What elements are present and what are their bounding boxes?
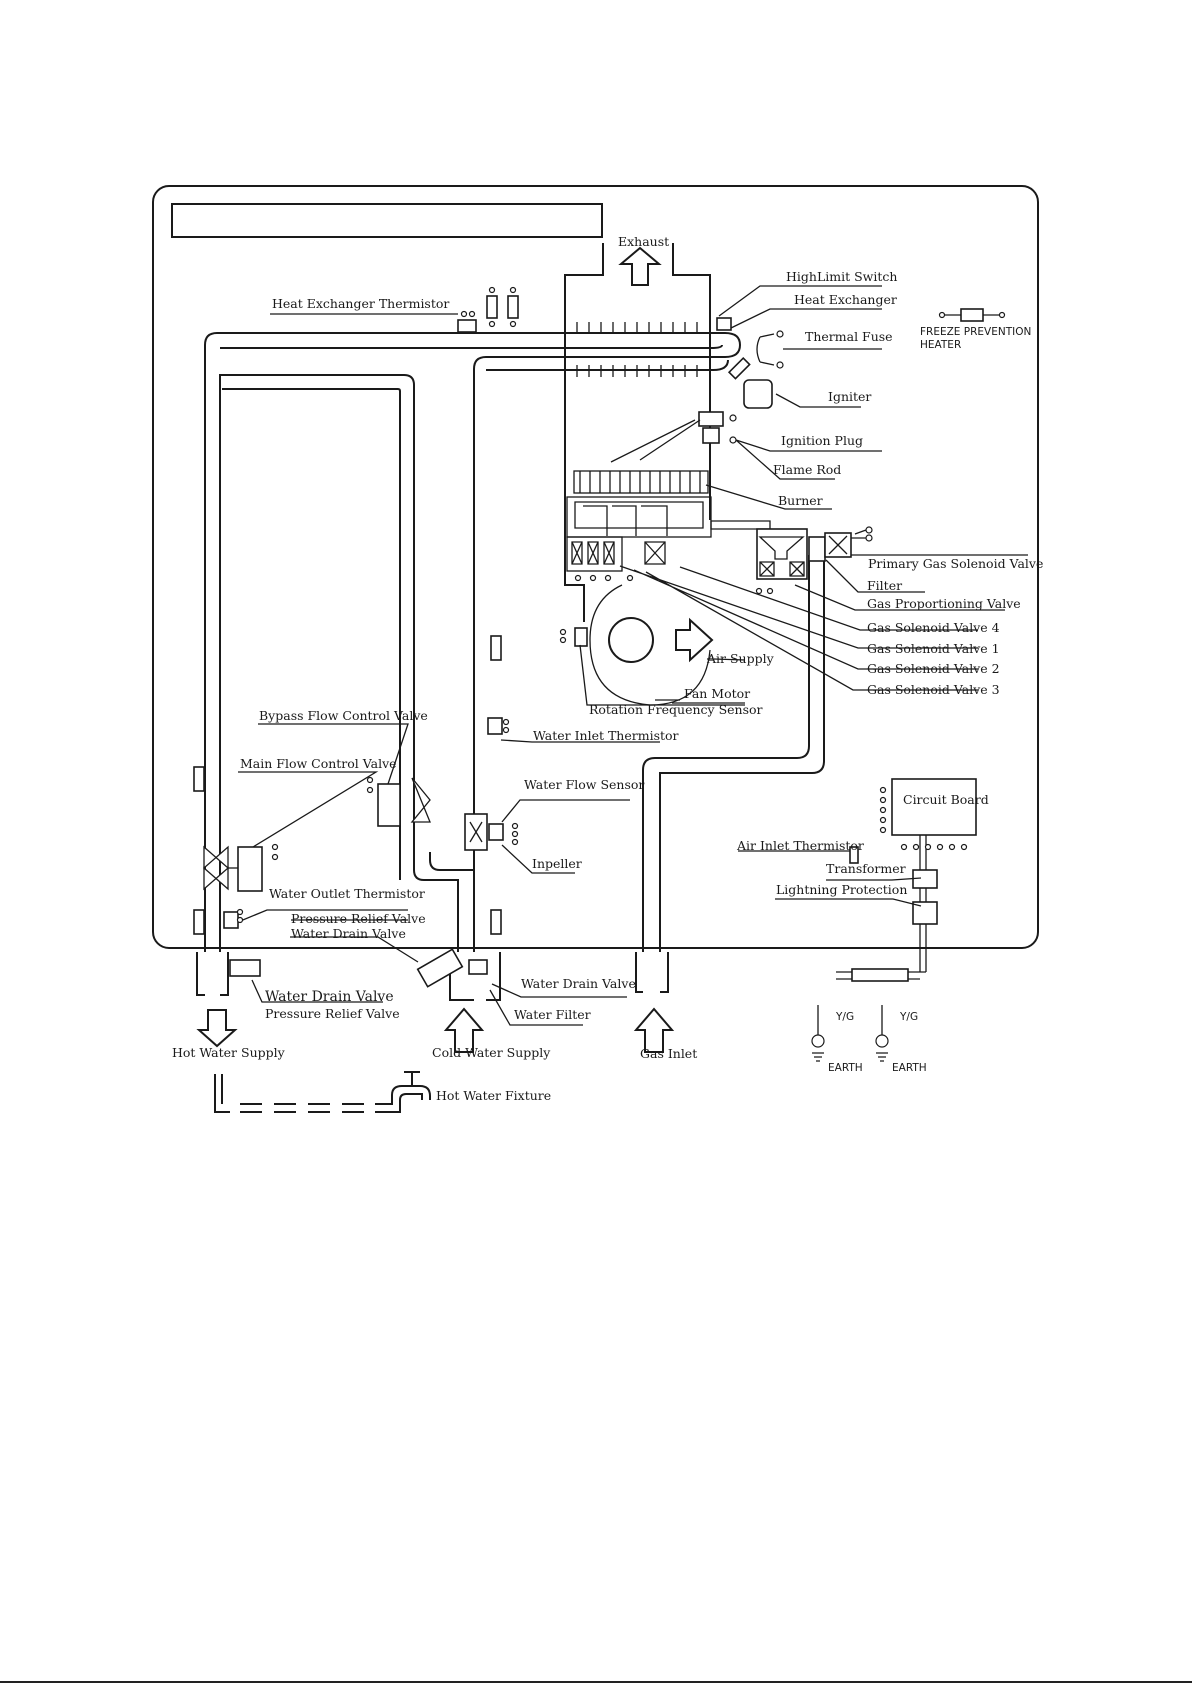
label-heat-exchanger: Heat Exchanger	[794, 292, 897, 307]
label-rotation-frequency-sensor: Rotation Frequency Sensor	[589, 702, 763, 717]
label-water-filter: Water Filter	[514, 1007, 591, 1022]
labels: Exhaust HighLimit Switch Heat Exchanger …	[172, 234, 1043, 1103]
label-flame-rod: Flame Rod	[773, 462, 841, 477]
label-freeze-prevention-heater-line1: FREEZE PREVENTION	[920, 326, 1031, 338]
air-supply-arrow	[675, 617, 714, 663]
label-air-supply: Air Supply	[706, 651, 775, 666]
burner-assembly	[566, 470, 873, 580]
heat-exchanger-thermistor	[457, 286, 519, 333]
igniter-box	[743, 379, 773, 409]
label-inpeller: Inpeller	[532, 856, 582, 871]
label-fan-motor: Fan Motor	[684, 686, 750, 701]
label-igniter: Igniter	[828, 389, 871, 404]
label-yg-left: Y/G	[835, 1011, 854, 1023]
ignition-plug	[698, 411, 737, 444]
label-lightning-protection: Lightning Protection	[776, 882, 907, 897]
label-exhaust: Exhaust	[618, 234, 669, 249]
label-burner: Burner	[778, 493, 823, 508]
label-circuit-board: Circuit Board	[903, 792, 989, 807]
unit-enclosure	[152, 185, 1039, 949]
water-pipes	[196, 332, 825, 1001]
label-primary-gas-solenoid-valve: Primary Gas Solenoid Valve	[868, 556, 1043, 571]
label-water-outlet-thermistor: Water Outlet Thermistor	[269, 886, 425, 901]
label-water-inlet-thermistor: Water Inlet Thermistor	[533, 728, 679, 743]
label-water-drain-valve-left: Water Drain Valve	[265, 989, 394, 1005]
label-highlimit-switch: HighLimit Switch	[786, 269, 897, 284]
label-gas-proportioning-valve: Gas Proportioning Valve	[867, 596, 1021, 611]
label-transformer: Transformer	[826, 861, 906, 876]
label-freeze-prevention-heater-line2: HEATER	[920, 339, 961, 351]
hot-water-fixture-line	[214, 1071, 431, 1113]
label-ignition-plug: Ignition Plug	[781, 433, 863, 448]
label-water-drain-valve-right: Water Drain Valve	[521, 976, 636, 991]
label-heat-exchanger-thermistor: Heat Exchanger Thermistor	[272, 296, 449, 311]
thermal-fuse	[727, 330, 784, 380]
title-box	[171, 203, 603, 238]
label-gas-solenoid-valve-2: Gas Solenoid Valve 2	[867, 661, 1000, 676]
leader-lines	[237, 285, 1028, 1026]
highlimit-switch-box	[716, 317, 732, 331]
freeze-heater-symbol	[938, 308, 1006, 322]
label-gas-solenoid-valve-3: Gas Solenoid Valve 3	[867, 682, 1000, 697]
circuit-board-box	[891, 778, 977, 836]
label-hot-water-fixture: Hot Water Fixture	[436, 1088, 551, 1103]
combustion-chamber	[564, 243, 711, 622]
supply-arrows	[196, 1007, 675, 1053]
cold-water-supply-arrow	[443, 1007, 485, 1053]
label-earth-right: EARTH	[892, 1062, 927, 1074]
fan-motor	[574, 584, 714, 706]
exhaust-arrow	[618, 246, 662, 286]
label-hot-water-supply: Hot Water Supply	[172, 1045, 286, 1060]
label-air-inlet-thermistor: Air Inlet Thermistor	[736, 838, 864, 853]
label-thermal-fuse: Thermal Fuse	[805, 329, 893, 344]
electrical-section	[811, 778, 977, 1062]
label-earth-left: EARTH	[828, 1062, 863, 1074]
label-yg-right: Y/G	[899, 1011, 918, 1023]
label-pressure-relief-valve-left: Pressure Relief Valve	[265, 1006, 400, 1021]
label-cold-water-supply: Cold Water Supply	[432, 1045, 551, 1060]
left-side-components	[193, 635, 504, 988]
label-gas-solenoid-valve-1: Gas Solenoid Valve 1	[867, 641, 1000, 656]
label-bypass-flow-control-valve: Bypass Flow Control Valve	[259, 708, 428, 723]
label-gas-solenoid-valve-4: Gas Solenoid Valve 4	[867, 620, 1000, 635]
label-filter: Filter	[867, 578, 902, 593]
gas-inlet-arrow	[633, 1007, 675, 1053]
hot-water-supply-arrow	[196, 1009, 238, 1048]
terminal-dots	[236, 574, 968, 924]
label-water-flow-sensor: Water Flow Sensor	[524, 777, 644, 792]
label-pressure-relief-valve-upper: Pressure Relief Valve	[291, 911, 426, 926]
label-water-drain-valve-upper: Water Drain Valve	[291, 926, 406, 941]
page-bottom-rule	[0, 1681, 1192, 1683]
label-main-flow-control-valve: Main Flow Control Valve	[240, 756, 397, 771]
label-gas-inlet: Gas Inlet	[640, 1046, 697, 1061]
